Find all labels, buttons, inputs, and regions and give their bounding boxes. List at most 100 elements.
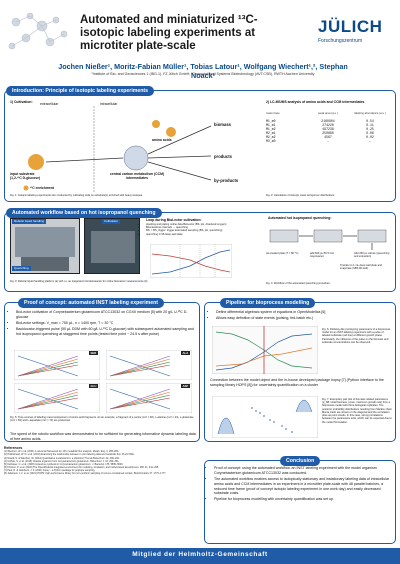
lcms-cell: …: [327, 139, 329, 144]
cultivation-label: 1) Cultivation:: [10, 100, 33, 104]
fig6-caption: Fig. 6: Pathway-like prototyping paramet…: [322, 328, 391, 344]
lcms-cell: M1_m1: [266, 123, 276, 128]
extracellular-label: extracellular: [40, 102, 59, 106]
quenching-diagram: [269, 229, 387, 250]
lcms-cell: 274220: [322, 123, 334, 128]
timecourse-series: [109, 361, 171, 377]
timecourse-series: [17, 364, 79, 377]
loop-item: pipetting and plating online data BioLec…: [146, 223, 234, 226]
lcms-cell: M1_m2: [266, 127, 276, 132]
robotic-label: Robotic liquid handling: [12, 218, 47, 224]
proof-list: BioLector cultivation of Corynebacterium…: [10, 310, 196, 338]
poster-title: Automated and miniaturized ¹³C-isotopic …: [80, 14, 258, 52]
intro-section: [4, 90, 396, 202]
lcms-cell: M2_m1: [266, 131, 276, 136]
cultivation-photo-label: Cultivation: [102, 218, 121, 224]
reference-list: [1] Wiechert, W. et al. (2001) A univers…: [4, 450, 194, 475]
timecourse-series: [17, 391, 79, 410]
proof-bullet: BioLector cultivation of Corynebacterium…: [16, 310, 196, 320]
add-culture-label: Add 250 µL culture (quenching and extrac…: [354, 252, 390, 259]
timecourse-label: ALA: [181, 350, 190, 356]
conclusion-title: Conclusion: [280, 456, 321, 466]
amino-acids-label: amino acids: [152, 138, 172, 142]
lcms-cell: 0.25: [366, 127, 374, 132]
header-network-graphic: [8, 12, 68, 50]
reference-item: [1] Wiechert, W. et al. (2001) A univers…: [4, 450, 119, 454]
timecourse-series: [17, 361, 79, 377]
loop-list: pipetting and plating online data BioLec…: [146, 223, 234, 236]
timecourse-panel: [106, 350, 192, 380]
footer-bar: [0, 548, 400, 564]
loop-item: BS: > BS_trigger: trigger automated samp…: [146, 229, 234, 232]
lcms-cell: 2160904: [321, 119, 335, 124]
proof-conclusion: The speed of the robotic workflow was de…: [10, 432, 196, 441]
authors: Jochen Nießer¹, Moritz-Fabian Müller¹, T…: [58, 62, 348, 80]
lcms-cell: 4567: [324, 135, 332, 140]
quenching-label: Quenching: [12, 265, 31, 271]
fig2-caption: Fig. 2: Calculation of isotopic mass iso…: [266, 194, 335, 197]
loop-item: quenching in 96-deep-well plate: [146, 233, 234, 236]
timecourse-series: [109, 355, 171, 377]
pipeline-title: Pipeline for bioprocess modelling: [220, 298, 316, 308]
juelich-logo: JÜLICH Forschungszentrum: [318, 16, 393, 45]
bioprocess-model-plot: [212, 326, 318, 374]
timecourse-series: [109, 358, 171, 377]
conclusion-bullet: The automated workflow enables access to…: [214, 477, 392, 496]
byproducts-label: by-products: [214, 178, 239, 183]
lcms-cell: 0.54: [366, 119, 374, 124]
timecourse-series: [17, 388, 79, 410]
references: References [1] Wiechert, W. et al. (2001…: [4, 446, 194, 475]
lcms-cell: 497238: [322, 127, 334, 132]
timecourse-series: [109, 391, 171, 410]
conclusion-bullet: Pipeline for bioprocess modelling with u…: [214, 497, 392, 502]
lcms-cell: M1_m0: [266, 119, 276, 124]
timecourse-series: [17, 358, 79, 377]
reference-item: [8] Jadebeck, J. F. et al. (2021) HOPS: …: [4, 472, 167, 476]
reference-item: [5] Keilhauer, C. et al. (1993) Isoleuci…: [4, 462, 124, 466]
fig3-caption: Fig. 3: Robotic liquid handling platform…: [10, 280, 149, 283]
input-substrate-sub: (1,2-¹³C D-glucose): [10, 176, 41, 180]
timecourse-panel: [106, 383, 192, 413]
lcms-row: M1_m0 2160904 0.54: [266, 119, 392, 123]
timecourse-panel: [14, 383, 100, 413]
pipeline-bullet: Define differential algebraic system of …: [216, 310, 390, 315]
timecourse-panel: [14, 350, 100, 380]
proof-bullet: BioLector settings: V_max = 750 µL, n = …: [16, 321, 196, 326]
col-peak: peak area (a.u.): [318, 111, 338, 115]
fig7-caption: Fig. 7: Exemplary pair plot of biomass r…: [322, 398, 392, 424]
lcms-cell: 0.06: [366, 131, 374, 136]
timecourse-series: [17, 355, 79, 377]
fig1-caption: Fig. 1: Isotopic labeling experiments ar…: [10, 194, 143, 197]
reference-item: [2] Hollinshead, W. D. et al. (2019) Exa…: [4, 453, 135, 457]
workflow-title: Automated workflow based on hot isopropa…: [6, 208, 162, 218]
tracer-label: ¹³C enrichment: [30, 186, 54, 190]
pipeline-bullet: Allows easy definition of state events (…: [216, 316, 390, 321]
proof-title: Proof of concept: automated INST labelin…: [18, 298, 165, 308]
ccm-label: central carbon metabolism (CCM) intermed…: [109, 172, 165, 181]
col-frac: labeling abundance (a.u.): [354, 111, 386, 115]
prechill-label: pre-heated plate (T = 80 °C): [266, 252, 299, 255]
input-substrate-label: input substrate: [10, 172, 35, 176]
pipeline-list: Define differential algebraic system of …: [210, 310, 390, 322]
timecourse-label: GLU: [89, 383, 98, 389]
logo-subtitle: Forschungszentrum: [318, 38, 363, 45]
footer-text: Mitglied der Helmholtz-Gemeinschaft: [132, 551, 268, 558]
lcms-cell: 0.02: [366, 135, 374, 140]
timecourse-series: [109, 394, 171, 410]
lcms-table: mass trace peak area (a.u.) labeling abu…: [266, 111, 392, 143]
timecourse-series: [17, 394, 79, 410]
timecourse-label: SER: [89, 350, 98, 356]
lcms-row: M2_m2 4567 0.02: [266, 135, 392, 139]
lcms-row: M1_m2 497238 0.25: [266, 127, 392, 131]
lcms-label: 2) LC-MS/MS analysis of amino acids and …: [266, 100, 365, 104]
references-title: References: [4, 446, 23, 450]
reference-item: [7] Paul, R. & Jadebeck, J. F. (2021) ho…: [4, 469, 96, 472]
reference-item: [3] Noack, S. & Wiechert, W. (2014) Quan…: [4, 456, 120, 460]
biomass-label: biomass: [214, 122, 231, 127]
logo-wordmark: JÜLICH: [318, 17, 383, 36]
affiliations: ¹Institute of Bio- and Geosciences 1 (IB…: [91, 72, 315, 76]
lcms-cell: M2_m2: [266, 135, 276, 140]
